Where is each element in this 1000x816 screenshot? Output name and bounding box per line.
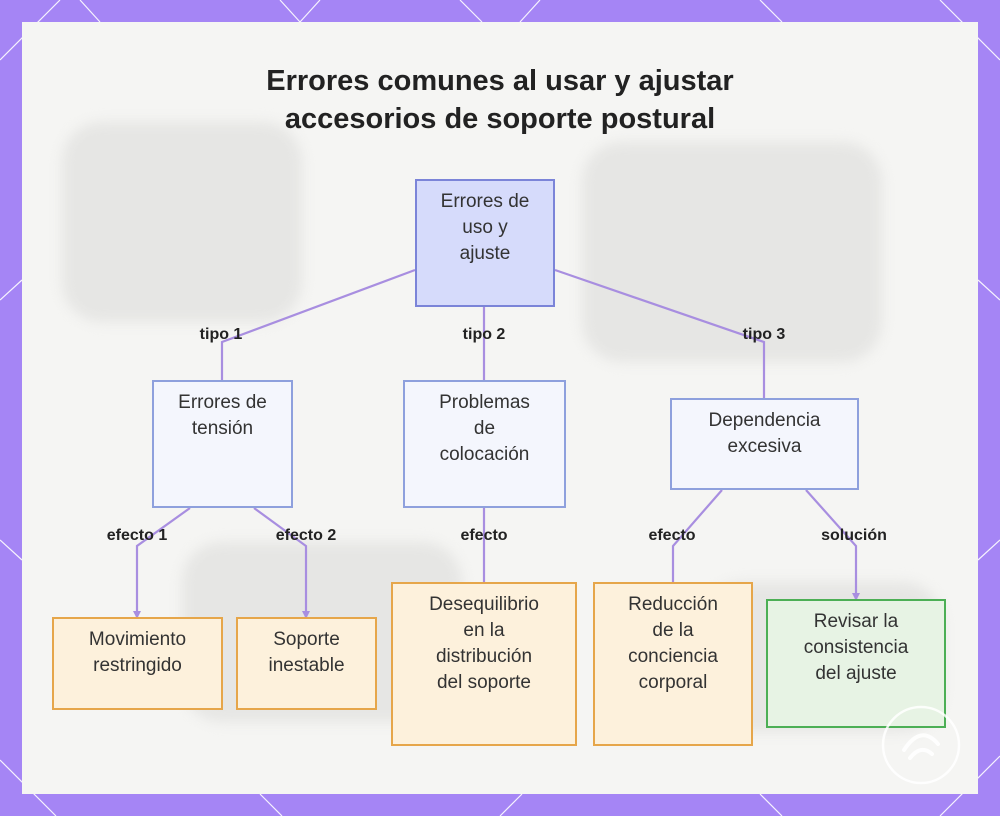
node-problemas-colocacion: Problemas de colocación — [403, 380, 566, 508]
arrowhead — [133, 611, 141, 619]
title-line-1: Errores comunes al usar y ajustar — [266, 65, 734, 97]
watermark-logo-icon — [881, 705, 961, 785]
edge-root-dependencia — [554, 268, 766, 398]
node-errores-tension: Errores de tensión — [152, 380, 293, 508]
edge-label-tipo-3: tipo 3 — [742, 326, 786, 343]
edge-label-efecto-2: efecto 2 — [275, 527, 337, 544]
edge-dependencia-reduccion — [671, 489, 723, 582]
node-reduccion-conciencia: Reducción de la conciencia corporal — [593, 582, 753, 746]
node-movimiento-restringido: Movimiento restringido — [52, 617, 223, 710]
edge-label-tipo-2: tipo 2 — [462, 326, 506, 343]
node-soporte-inestable: Soporte inestable — [236, 617, 377, 710]
background-shape — [62, 122, 302, 322]
edge-root-tension — [220, 268, 416, 380]
background-shape — [582, 142, 882, 362]
node-dependencia-excesiva: Dependencia excesiva — [670, 398, 859, 490]
arrowhead — [852, 593, 860, 601]
edge-dependencia-revisar — [805, 489, 858, 599]
edge-label-efecto-1: efecto 1 — [106, 527, 168, 544]
title-line-2: accesorios de soporte postural — [284, 103, 716, 135]
edge-tension-inestable — [253, 507, 308, 617]
edge-label-tipo-1: tipo 1 — [199, 326, 243, 343]
edge-tension-movimiento — [135, 507, 191, 617]
arrowhead — [302, 611, 310, 619]
edge-label-solucion: solución — [821, 527, 887, 544]
edge-label-efecto: efecto — [648, 527, 696, 544]
page-title: Errores comunes al usar y ajustar acceso… — [22, 62, 978, 138]
edge-label-efecto: efecto — [460, 527, 508, 544]
node-root: Errores de uso y ajuste — [415, 179, 555, 307]
node-desequilibrio: Desequilibrio en la distribución del sop… — [391, 582, 577, 746]
